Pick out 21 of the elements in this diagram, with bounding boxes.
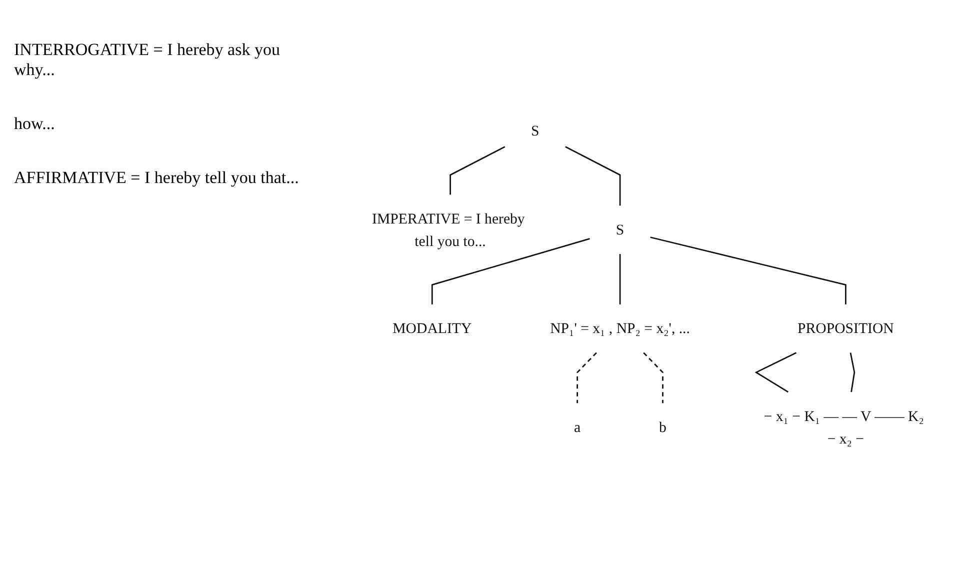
tree-branch-line <box>754 352 797 393</box>
tree-branch-line <box>619 254 621 305</box>
annotation-text: how... <box>14 114 56 134</box>
tree-branch-line <box>450 146 506 195</box>
tree-node-label: − x₁ − K₁ — — V —— K₂ − x₂ − <box>764 408 924 447</box>
tree-node-label: MODALITY <box>392 320 472 337</box>
tree-branch-line <box>431 238 590 305</box>
tree-node-label: S <box>531 122 540 140</box>
tree-node-label: b <box>659 419 666 436</box>
tree-node-label: NP₁' = x₁ , NP₂ = x₂', ... <box>550 320 690 337</box>
tree-node-label: PROPOSITION <box>798 320 894 337</box>
tree-branch-line <box>650 236 846 305</box>
tree-node-label: IMPERATIVE = I hereby tell you to... <box>372 210 525 250</box>
tree-branch-line <box>565 146 621 206</box>
annotation-text: INTERROGATIVE = I hereby ask you why... <box>14 40 281 80</box>
dashed-line <box>643 352 664 404</box>
tree-node-label: S <box>616 222 624 238</box>
tree-branch-line <box>850 352 856 392</box>
dashed-line <box>576 352 597 404</box>
annotation-text: AFFIRMATIVE = I hereby tell you that... <box>14 168 300 188</box>
tree-node-label: a <box>574 419 581 436</box>
